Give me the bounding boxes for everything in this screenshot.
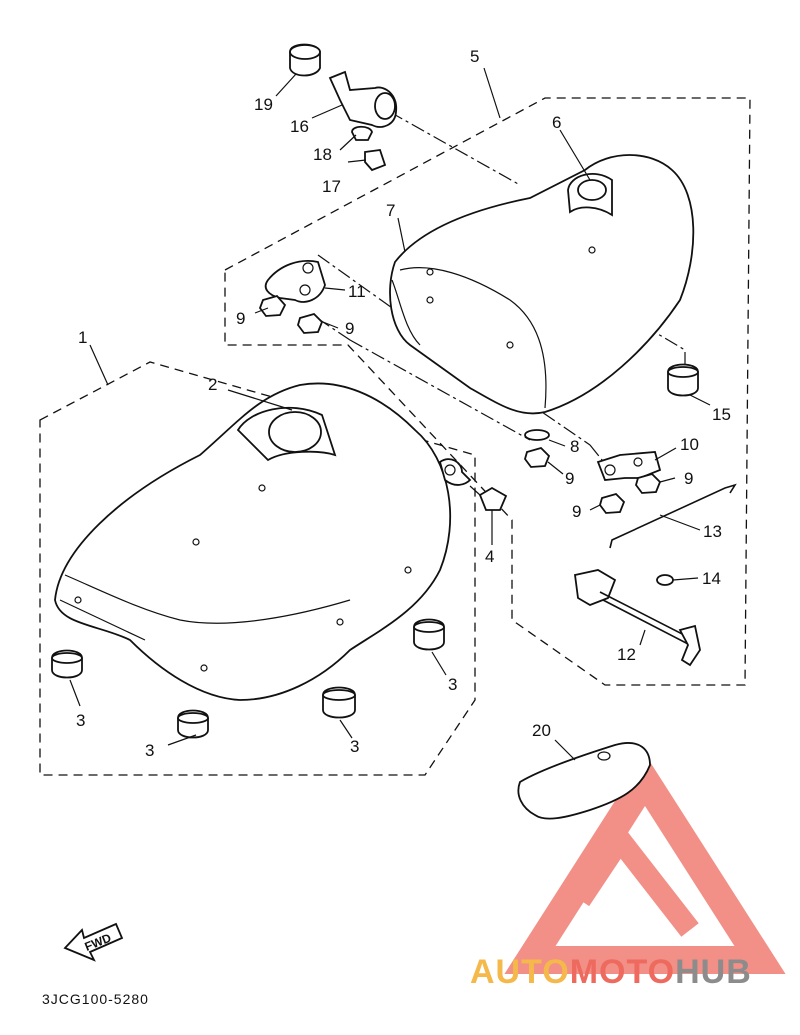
callout-17: 17	[322, 177, 341, 196]
fwd-label: FWD	[83, 931, 114, 954]
callout-3: 3	[76, 711, 85, 730]
leader-lines	[69, 67, 711, 761]
callout-7: 7	[386, 201, 395, 220]
callout-labels: 1 2 3 3 3 3 4 5 6 7 8 9 9 9 9 9 10 11 12…	[76, 47, 731, 760]
fwd-arrow-icon: FWD	[63, 922, 124, 962]
callout-3: 3	[448, 675, 457, 694]
brand-part-hub: HUB	[675, 953, 752, 991]
callout-3: 3	[350, 737, 359, 756]
brand-wordmark: AUTOMOTOHUB	[470, 953, 752, 991]
callout-9: 9	[236, 309, 245, 328]
callout-19: 19	[254, 95, 273, 114]
callout-1: 1	[78, 328, 87, 347]
lock-parts	[289, 43, 397, 172]
callout-18: 18	[313, 145, 332, 164]
callout-20: 20	[532, 721, 551, 740]
latch-parts	[574, 483, 737, 667]
diagram-code: 3JCG100-5280	[42, 991, 149, 1007]
callout-9: 9	[345, 319, 354, 338]
callout-14: 14	[702, 569, 721, 588]
seat-assembly-group-1	[39, 361, 476, 776]
callout-2: 2	[208, 375, 217, 394]
callout-3: 3	[145, 741, 154, 760]
bracket-parts	[258, 260, 662, 514]
callout-15: 15	[712, 405, 731, 424]
callout-13: 13	[703, 522, 722, 541]
seat-assembly-group-5	[224, 97, 751, 686]
callout-10: 10	[680, 435, 699, 454]
front-seat-part-1	[54, 382, 472, 701]
callout-9: 9	[565, 469, 574, 488]
brand-part-auto: AUTO	[470, 953, 570, 991]
bolt-part-4	[469, 485, 508, 511]
callout-9: 9	[684, 469, 693, 488]
callout-4: 4	[485, 547, 494, 566]
callout-11: 11	[348, 282, 366, 301]
brand-part-moto: MOTO	[570, 953, 675, 991]
damper-part-3	[51, 618, 445, 739]
callout-16: 16	[290, 117, 309, 136]
callout-9: 9	[572, 502, 581, 521]
watermark-logo	[504, 753, 786, 974]
callout-5: 5	[470, 47, 479, 66]
callout-6: 6	[552, 113, 561, 132]
callout-8: 8	[570, 437, 579, 456]
callout-12: 12	[617, 645, 636, 664]
rear-seat-part-7	[389, 154, 695, 415]
seat-cover-part-20	[517, 742, 651, 820]
